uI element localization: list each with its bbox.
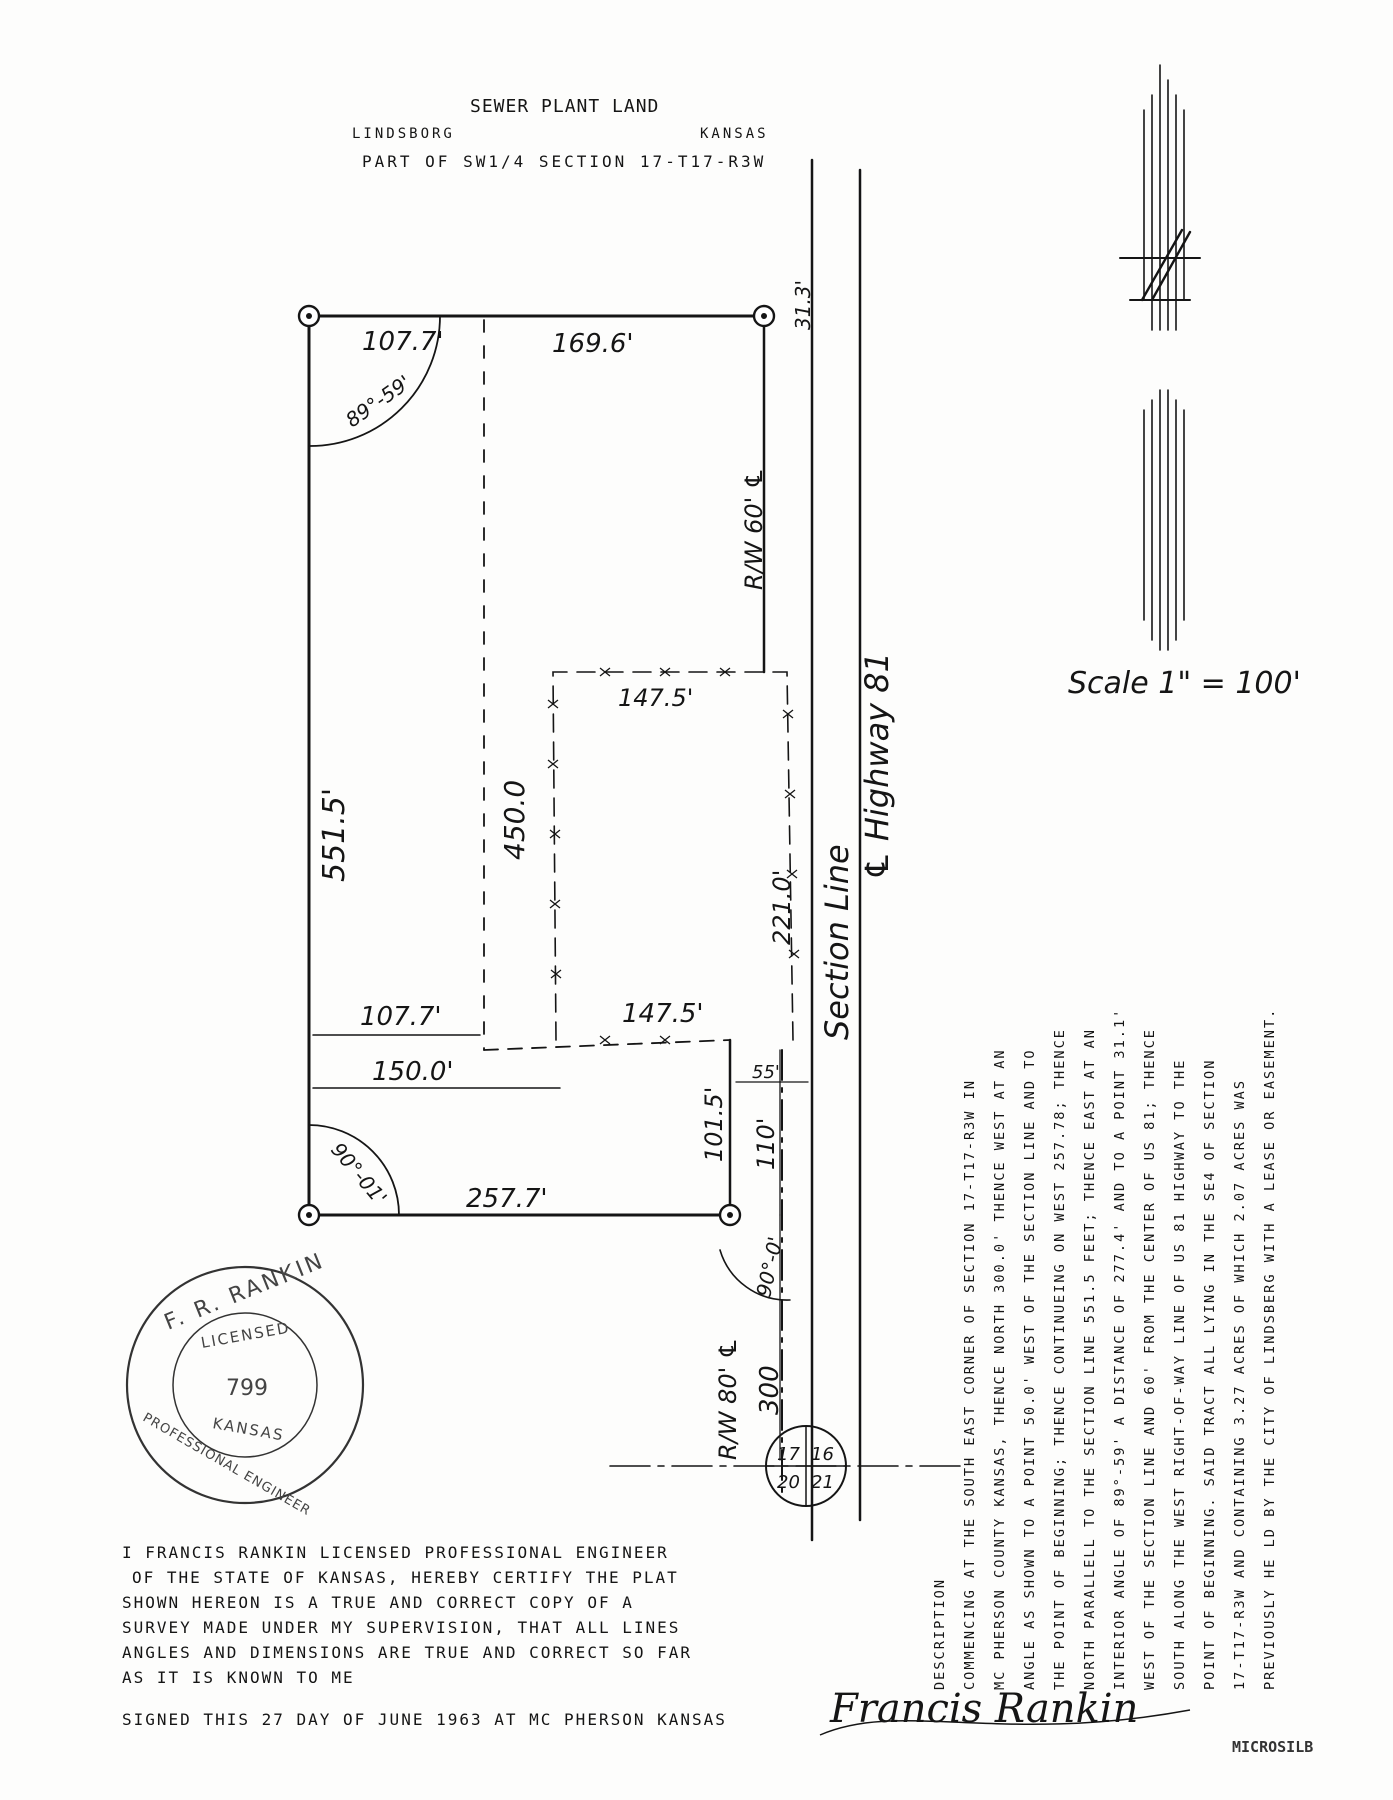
section-number-nw: 17 (777, 1444, 800, 1465)
description-line: COMMENCING AT THE SOUTH EAST CORNER OF S… (962, 1078, 978, 1690)
section-number-ne: 16 (811, 1444, 834, 1465)
cert-line: ANGLES AND DIMENSIONS ARE TRUE AND CORRE… (122, 1643, 693, 1662)
cert-line: OF THE STATE OF KANSAS, HEREBY CERTIFY T… (132, 1568, 679, 1587)
dim-width-150: 150.0' (372, 1057, 454, 1087)
engineer-signature: Francis Rankin (829, 1686, 1138, 1732)
highway-label: ℄ Highway 81 (858, 652, 896, 880)
description-line: NORTH PARALLELL TO THE SECTION LINE 551.… (1082, 1028, 1098, 1690)
cert-line: I FRANCIS RANKIN LICENSED PROFESSIONAL E… (122, 1543, 669, 1562)
signed-line: SIGNED THIS 27 DAY OF JUNE 1963 AT MC PH… (122, 1710, 727, 1729)
engineer-seal (125, 1265, 365, 1505)
seal-name: F. R. RANKIN (161, 1248, 329, 1335)
dim-west-side: 551.5' (317, 788, 352, 882)
description-line: POINT OF BEGINNING. SAID TRACT ALL LYING… (1202, 1058, 1218, 1690)
north-arrow (1119, 64, 1201, 651)
angle-arc-sw (308, 1124, 400, 1216)
section-number-sw: 20 (777, 1472, 800, 1493)
dim-rw-south: R/W 80' ℄ (714, 1338, 742, 1460)
description-line: WEST OF THE SECTION LINE AND 60' FROM TH… (1142, 1028, 1158, 1690)
dim-offset-55: 55' (752, 1062, 780, 1083)
fence-line (552, 671, 794, 1041)
seal-state: KANSAS (211, 1414, 286, 1444)
fence-marks (547, 667, 800, 1045)
description-line: THE POINT OF BEGINNING; THENCE CONTINUEI… (1052, 1028, 1068, 1690)
dim-top-left: 107.7' (362, 327, 444, 357)
scale-label: Scale 1" = 100' (1068, 666, 1301, 701)
description-line: ANGLE AS SHOWN TO A POINT 50.0' WEST OF … (1022, 1048, 1038, 1690)
seal-number: 799 (226, 1376, 268, 1401)
certification-block: I FRANCIS RANKIN LICENSED PROFESSIONAL E… (122, 1540, 822, 1690)
dim-top-right: 169.6' (552, 329, 634, 359)
lease-south-line (483, 1039, 731, 1051)
dim-se-vertical: 101.5' (700, 1087, 728, 1162)
description-line: MC PHERSON COUNTY KANSAS, THENCE NORTH 3… (992, 1048, 1008, 1690)
dim-lower-inner: 147.5' (622, 999, 704, 1029)
dim-se-110: 110' (752, 1118, 780, 1170)
dim-inner-top: 147.5' (618, 684, 693, 712)
dim-rw-north: R/W 60' ℄ (740, 468, 768, 590)
angle-arc-se (719, 1249, 791, 1301)
seal-licensed: LICENSED (200, 1318, 292, 1351)
description-line: PREVIOUSLY HE LD BY THE CITY OF LINDSBER… (1262, 1007, 1278, 1690)
description-heading: DESCRIPTION (932, 1577, 948, 1690)
cert-line: AS IT IS KNOWN TO ME (122, 1668, 355, 1687)
cert-line: SHOWN HEREON IS A TRUE AND CORRECT COPY … (122, 1593, 634, 1612)
angle-sw: 90°-01' (326, 1138, 392, 1210)
cert-line: SURVEY MADE UNDER MY SUPERVISION, THAT A… (122, 1618, 681, 1637)
legal-description: DESCRIPTION COMMENCING AT THE SOUTH EAST… (925, 690, 1285, 1690)
section-line-label: Section Line (818, 844, 856, 1040)
angle-arc-nw (308, 315, 441, 447)
description-line: SOUTH ALONG THE WEST RIGHT-OF-WAY LINE O… (1172, 1058, 1188, 1690)
description-line: 17-T17-R3W AND CONTAINING 3.27 ACRES OF … (1232, 1078, 1248, 1690)
dim-300: 300 (755, 1365, 785, 1415)
dim-south: 257.7' (466, 1184, 548, 1214)
description-line: INTERIOR ANGLE OF 89°-59' A DISTANCE OF … (1112, 1007, 1128, 1690)
document-title: SEWER PLANT LAND (470, 96, 660, 117)
angle-nw: 89°-59' (341, 370, 415, 432)
dim-row-north: 31.3' (791, 280, 815, 330)
state-name: KANSAS (700, 126, 769, 142)
location-line: PART OF SW1/4 SECTION 17-T17-R3W (362, 152, 767, 171)
city-name: LINDSBORG (352, 126, 455, 142)
dim-inner-vertical: 450.0 (498, 780, 531, 860)
section-number-se: 21 (811, 1472, 834, 1493)
dim-lower-left: 107.7' (360, 1002, 442, 1032)
dim-inner-right: 221.0' (768, 870, 796, 945)
microfilm-stamp: MICROSILB (1232, 1738, 1313, 1756)
